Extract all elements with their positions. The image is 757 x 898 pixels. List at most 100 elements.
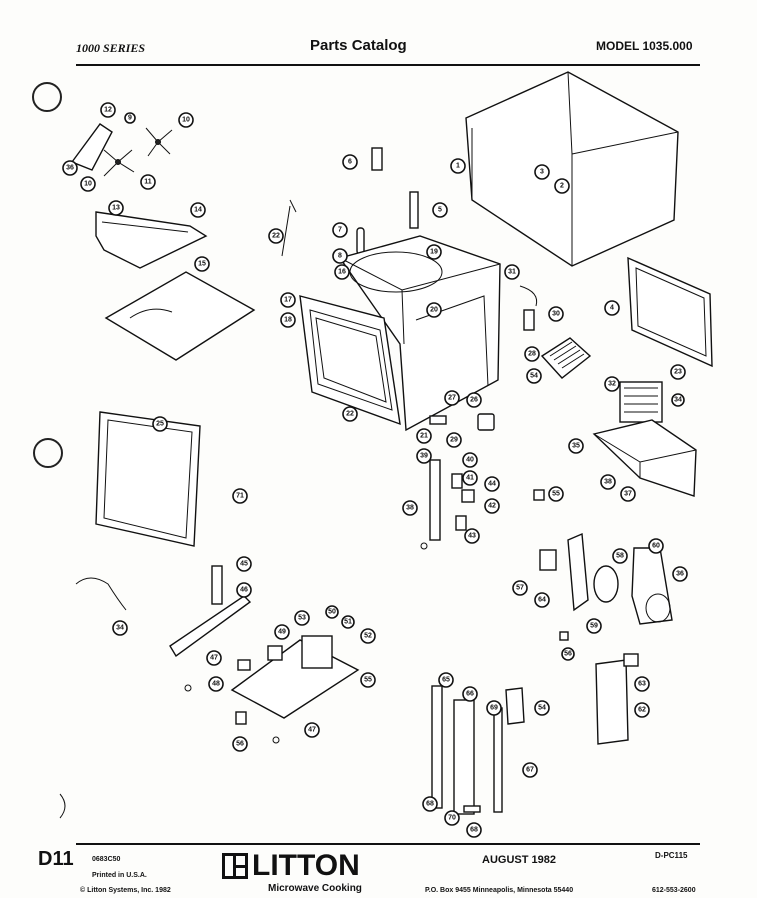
callout-41: 41	[462, 470, 478, 486]
svg-text:17: 17	[284, 297, 292, 304]
callout-68: 68	[422, 796, 438, 812]
page-title: Parts Catalog	[310, 37, 407, 54]
binder-hole-middle	[33, 438, 63, 468]
svg-text:25: 25	[156, 421, 164, 428]
svg-text:44: 44	[488, 481, 496, 488]
callout-48: 48	[208, 676, 224, 692]
logo-tagline: Microwave Cooking	[268, 883, 362, 894]
svg-text:60: 60	[652, 543, 660, 550]
wiring-and-switch	[519, 285, 538, 331]
svg-text:5: 5	[438, 207, 442, 214]
svg-text:22: 22	[346, 411, 354, 418]
svg-text:13: 13	[112, 205, 120, 212]
rail-assembly	[169, 565, 252, 658]
callout-25: 25	[152, 416, 168, 432]
callout-65: 65	[438, 672, 454, 688]
callout-36: 36	[62, 160, 78, 176]
svg-text:42: 42	[488, 503, 496, 510]
callout-6: 6	[342, 154, 358, 170]
callout-36: 36	[672, 566, 688, 582]
binder-hole-bottom-partial	[59, 793, 66, 819]
document-id: D-PC115	[655, 851, 688, 860]
svg-text:38: 38	[406, 505, 414, 512]
svg-text:7: 7	[338, 227, 342, 234]
part-callouts: 12 9 10 36 10 11 13 14 15 6 5 1 3 2 22 7…	[62, 102, 688, 838]
callout-55: 55	[360, 672, 376, 688]
svg-text:36: 36	[66, 165, 74, 172]
phone-number: 612-553-2600	[652, 887, 696, 894]
power-cord	[75, 577, 127, 611]
callout-8: 8	[332, 248, 348, 264]
stirrer-fan-assembly	[70, 123, 173, 177]
interlock-switches	[420, 413, 545, 550]
callout-5: 5	[432, 202, 448, 218]
svg-text:10: 10	[182, 117, 190, 124]
callout-3: 3	[534, 164, 550, 180]
callout-29: 29	[446, 432, 462, 448]
svg-text:1: 1	[456, 163, 460, 170]
svg-text:3: 3	[540, 169, 544, 176]
callout-31: 31	[504, 264, 520, 280]
logo-wordmark: LITTON	[252, 849, 360, 882]
callout-70: 70	[444, 810, 460, 826]
svg-text:56: 56	[564, 651, 572, 658]
svg-text:46: 46	[240, 587, 248, 594]
svg-text:29: 29	[450, 437, 458, 444]
transformer-chassis	[184, 635, 360, 744]
svg-text:41: 41	[466, 475, 474, 482]
callout-59: 59	[586, 618, 602, 634]
svg-text:68: 68	[470, 827, 478, 834]
svg-text:23: 23	[674, 369, 682, 376]
callout-30: 30	[548, 306, 564, 322]
callout-9: 9	[124, 112, 136, 124]
svg-text:48: 48	[212, 681, 220, 688]
callout-23: 23	[670, 364, 686, 380]
mailing-address: P.O. Box 9455 Minneapolis, Minnesota 554…	[425, 887, 574, 894]
callout-38: 38	[600, 474, 616, 490]
door-screen	[95, 411, 201, 547]
svg-text:32: 32	[608, 381, 616, 388]
callout-19: 19	[426, 244, 442, 260]
callout-13: 13	[108, 200, 124, 216]
svg-text:18: 18	[284, 317, 292, 324]
callout-22: 22	[342, 406, 358, 422]
callout-12: 12	[100, 102, 116, 118]
callout-35: 35	[568, 438, 584, 454]
callout-56: 56	[232, 736, 248, 752]
callout-22: 22	[268, 228, 284, 244]
footer-rule	[76, 843, 700, 845]
svg-text:62: 62	[638, 707, 646, 714]
svg-text:54: 54	[530, 373, 538, 380]
callout-54: 54	[534, 700, 550, 716]
svg-text:71: 71	[236, 493, 244, 500]
callout-14: 14	[190, 202, 206, 218]
outer-cabinet	[465, 71, 679, 267]
callout-57: 57	[512, 580, 528, 596]
svg-text:2: 2	[560, 183, 564, 190]
svg-text:37: 37	[624, 491, 632, 498]
callout-18: 18	[280, 312, 296, 328]
rear-panel	[627, 256, 713, 368]
callout-47: 47	[304, 722, 320, 738]
svg-text:66: 66	[466, 691, 474, 698]
model-number: MODEL 1035.000	[596, 39, 693, 53]
callout-47: 47	[206, 650, 222, 666]
callout-55: 55	[548, 486, 564, 502]
callout-37: 37	[620, 486, 636, 502]
svg-text:57: 57	[516, 585, 524, 592]
callout-49: 49	[274, 624, 290, 640]
blower-assembly	[539, 532, 673, 641]
header-rule	[76, 64, 700, 66]
svg-text:6: 6	[348, 159, 352, 166]
callout-17: 17	[280, 292, 296, 308]
callout-50: 50	[325, 605, 339, 619]
magnetron	[619, 381, 663, 423]
callout-16: 16	[334, 264, 350, 280]
svg-text:63: 63	[638, 681, 646, 688]
callout-40: 40	[462, 452, 478, 468]
callout-54: 54	[526, 368, 542, 384]
callout-32: 32	[604, 376, 620, 392]
cavity-front-frame	[299, 295, 401, 426]
callout-28: 28	[524, 346, 540, 362]
callout-58: 58	[612, 548, 628, 564]
